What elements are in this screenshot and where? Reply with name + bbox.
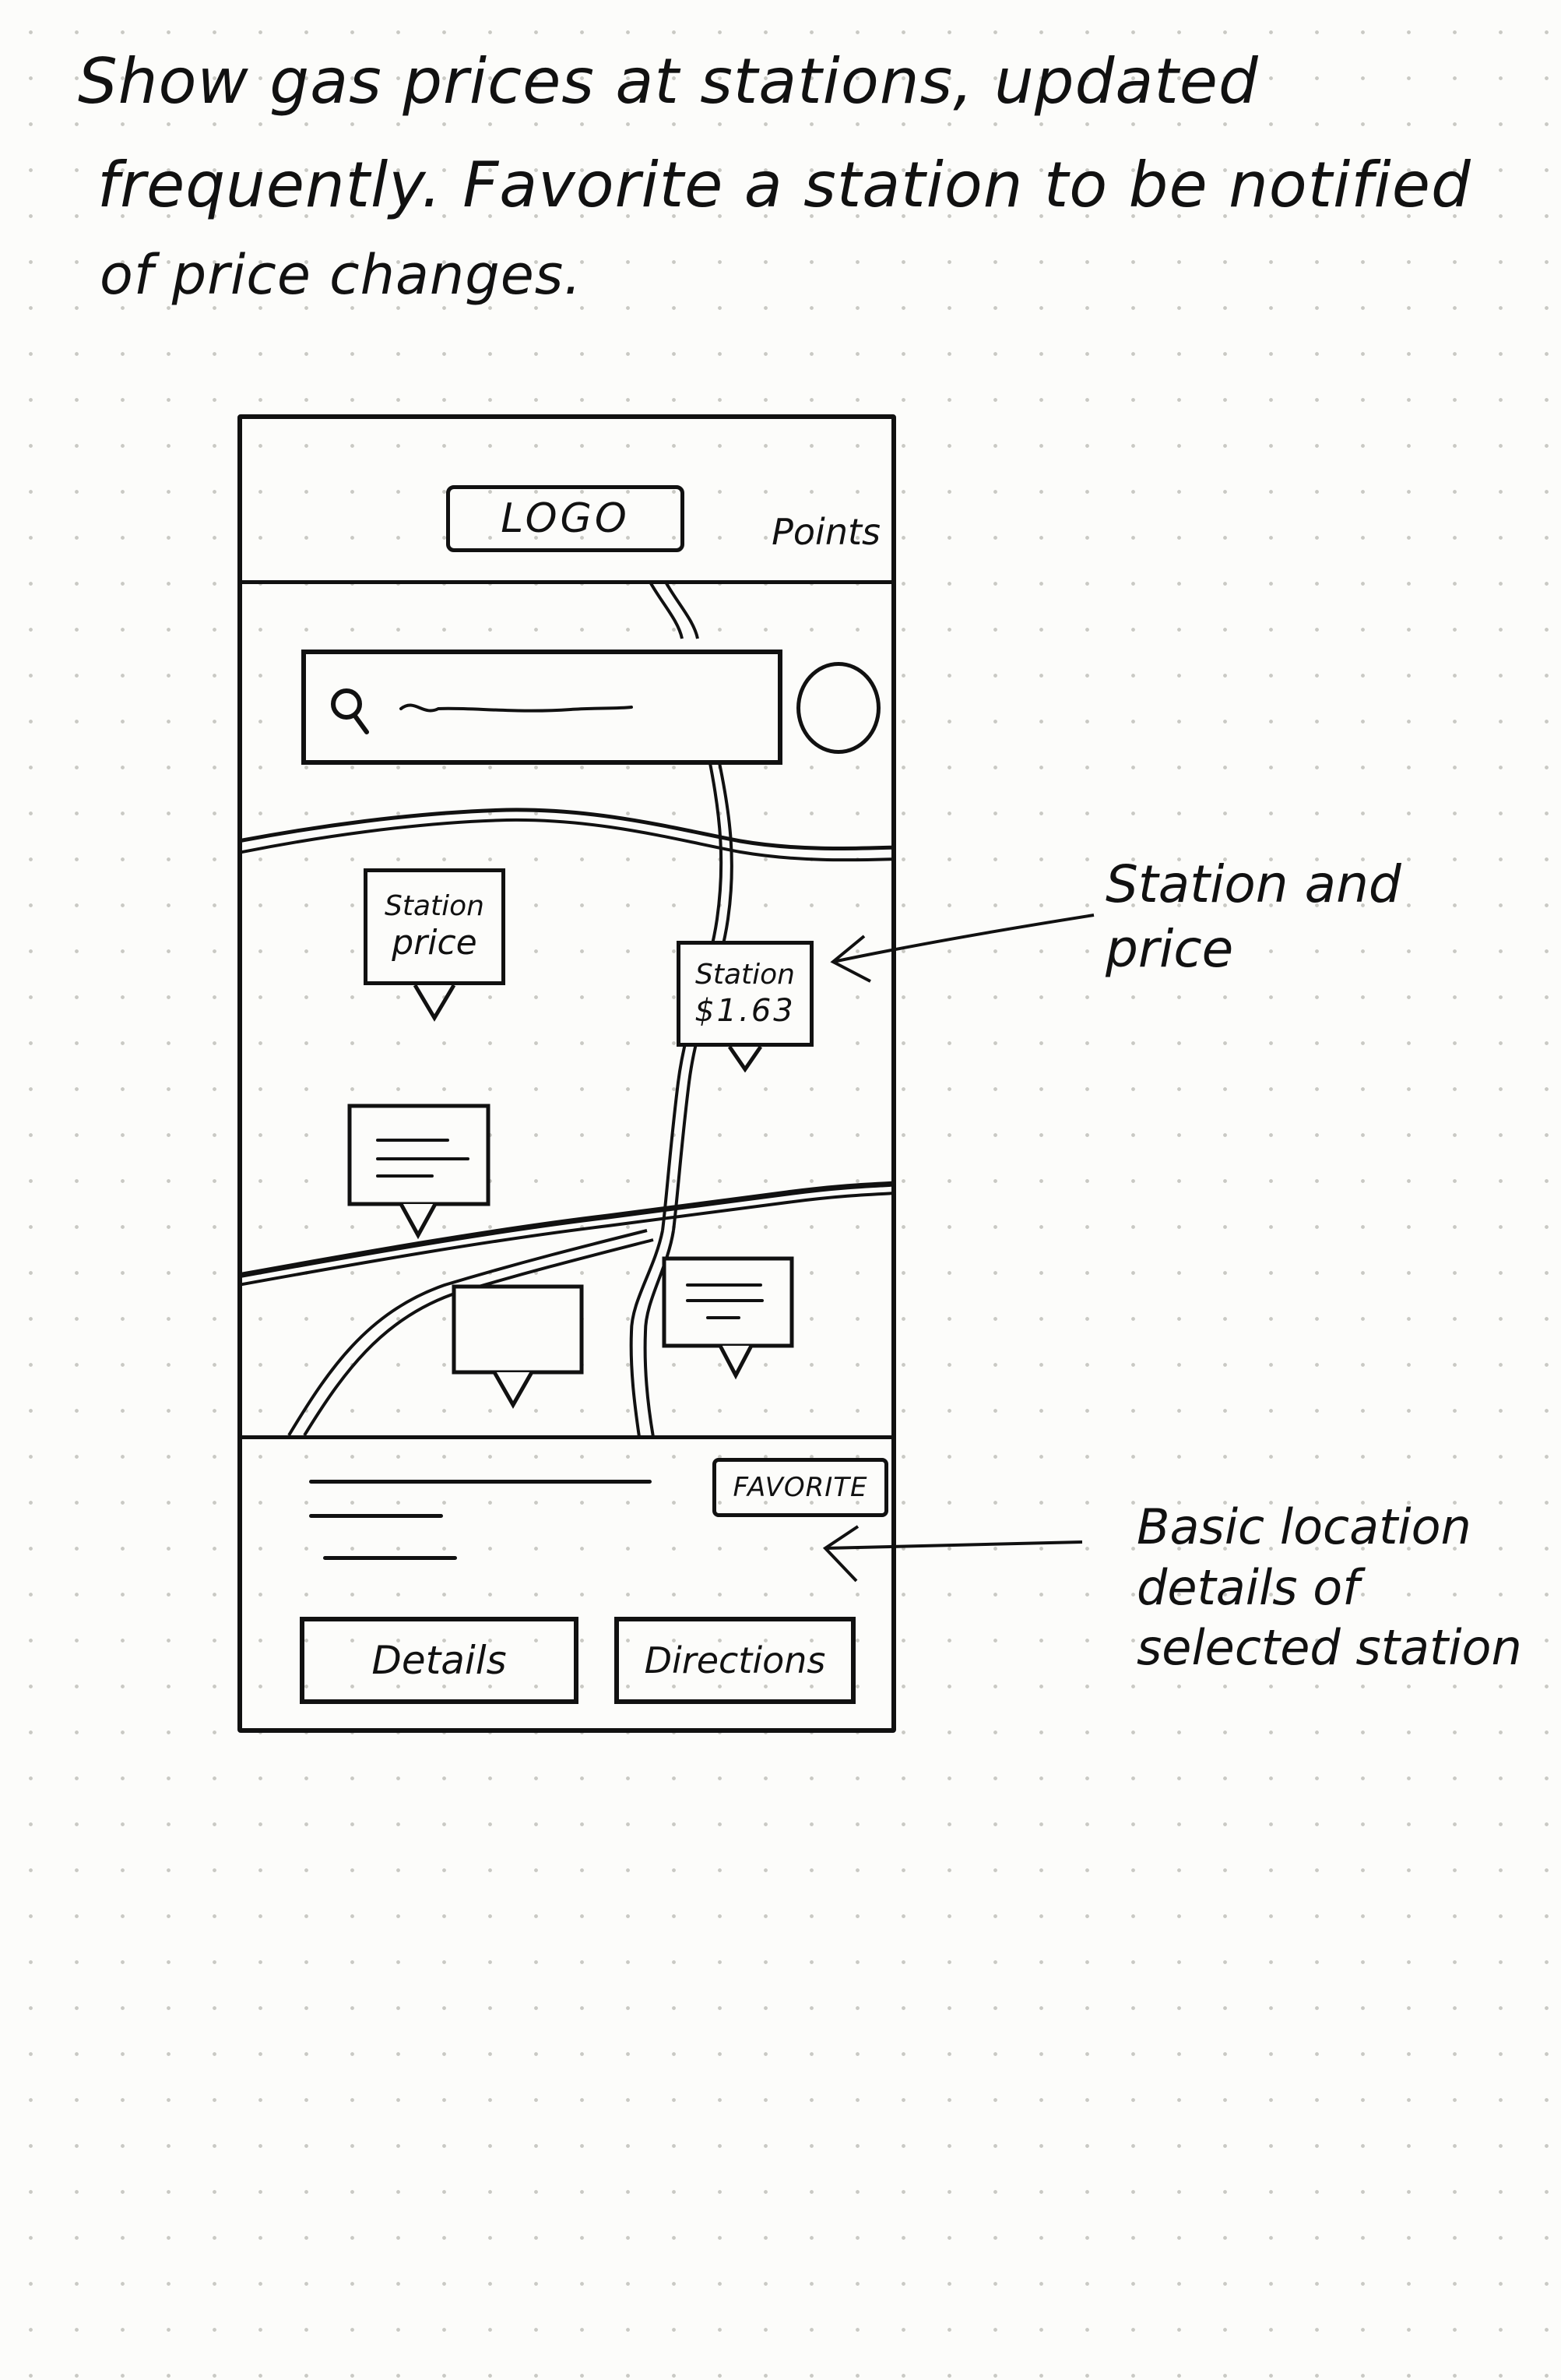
annotation-line: details of	[1137, 1558, 1360, 1616]
station-pin[interactable]	[346, 1103, 494, 1246]
arrow-icon	[830, 914, 1095, 983]
pin-label-box: Station $1.63	[677, 941, 814, 1047]
annotation-location-details: Basic location details of selected stati…	[1137, 1497, 1522, 1678]
pin-price-label: $1.63	[694, 992, 796, 1029]
station-pin[interactable]: Station $1.63	[677, 941, 814, 1072]
pin-price-label: price	[392, 923, 477, 963]
pin-label-box: Station price	[364, 868, 505, 985]
pin-placeholder	[662, 1256, 794, 1380]
annotation-line: selected station	[1137, 1619, 1522, 1676]
note-line-1: Show gas prices at stations, updated	[78, 45, 1259, 118]
station-detail-sheet: FAVORITE Details Directions	[242, 1435, 891, 1728]
search-bar[interactable]	[301, 650, 782, 765]
app-header: LOGO Points	[242, 419, 891, 584]
logo: LOGO	[446, 485, 684, 552]
locate-me-button[interactable]	[796, 662, 881, 754]
arrow-icon	[822, 1525, 1083, 1583]
map-roads	[242, 584, 891, 1435]
map[interactable]: Station price Station $1.63	[242, 584, 891, 1435]
note-line-2: frequently. Favorite a station to be not…	[97, 149, 1471, 221]
phone-frame: LOGO Points	[237, 414, 896, 1733]
station-pin[interactable]	[661, 1255, 801, 1383]
annotation-station-price: Station and price	[1106, 853, 1401, 981]
station-pin[interactable]: Station price	[364, 868, 505, 1022]
station-name-placeholder	[309, 1480, 652, 1484]
station-address-placeholder	[309, 1514, 443, 1518]
pin-pointer	[727, 1045, 763, 1072]
pin-placeholder	[347, 1104, 490, 1240]
points-link[interactable]: Points	[772, 511, 881, 553]
station-info-placeholder	[323, 1556, 457, 1560]
annotation-line: Station and	[1106, 854, 1401, 914]
details-button[interactable]: Details	[300, 1617, 578, 1704]
pin-station-label: Station	[385, 890, 484, 922]
pin-pointer	[413, 984, 456, 1022]
favorite-button[interactable]: FAVORITE	[712, 1458, 888, 1517]
search-icon	[331, 688, 369, 734]
pin-placeholder	[452, 1284, 584, 1410]
pin-station-label: Station	[695, 959, 795, 991]
note-line-3: of price changes.	[100, 243, 582, 307]
directions-button[interactable]: Directions	[614, 1617, 856, 1704]
annotation-line: Basic location	[1137, 1498, 1471, 1555]
station-pin[interactable]	[451, 1283, 591, 1415]
annotation-line: price	[1106, 918, 1234, 979]
search-placeholder-squiggle	[399, 703, 633, 713]
